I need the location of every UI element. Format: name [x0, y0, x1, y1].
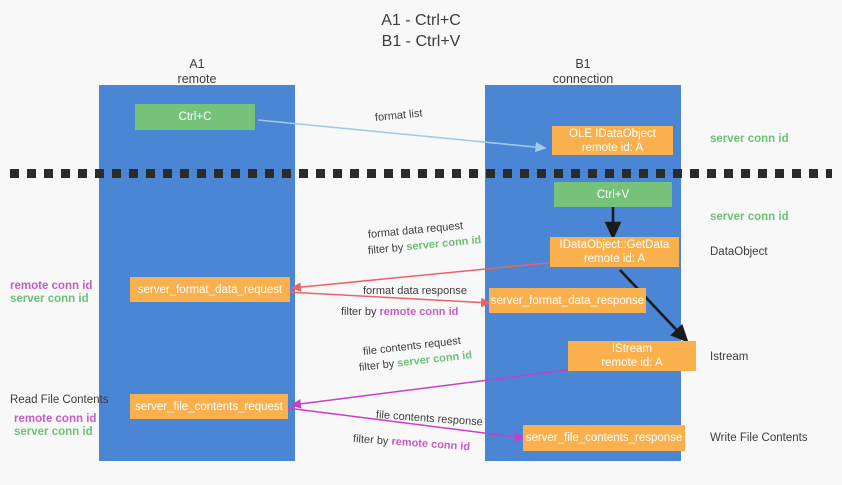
box-ole-idataobject[interactable]: OLE IDataObject remote id: A — [552, 126, 673, 155]
title-line-2: B1 - Ctrl+V — [381, 33, 461, 50]
label-file-contents-response-filter: filter by remote conn id — [353, 433, 471, 453]
separator-dashed-line — [10, 169, 832, 178]
box-ctrl-c[interactable]: Ctrl+C — [135, 104, 255, 130]
box-istream-line2: remote id: A — [601, 357, 663, 369]
filter-value: server conn id — [405, 234, 482, 254]
box-idataobject-getdata[interactable]: IDataObject::GetData remote id: A — [550, 237, 679, 267]
label-server-conn-id-mid: server conn id — [710, 211, 789, 223]
label-write-file-contents: Write File Contents — [710, 432, 808, 444]
box-ole-idataobject-line1: OLE IDataObject — [569, 127, 656, 140]
filter-prefix: filter by — [352, 433, 392, 448]
box-getdata-line2: remote id: A — [583, 253, 646, 265]
filter-prefix: filter by — [358, 357, 398, 374]
label-format-list: format list — [374, 107, 424, 124]
label-server-conn-id-2: server conn id — [14, 426, 93, 438]
column-a1-sub: remote — [177, 71, 217, 86]
label-server-conn-id-1: server conn id — [10, 293, 89, 305]
filter-value: remote conn id — [391, 435, 471, 454]
box-server-file-contents-request-label: server_file_contents_request — [135, 400, 283, 413]
box-server-file-contents-response[interactable]: server_file_contents_response — [523, 425, 685, 451]
label-remote-conn-id-1: remote conn id — [10, 280, 93, 292]
column-b1-sub: connection — [552, 71, 614, 86]
box-getdata-line1: IDataObject::GetData — [559, 239, 670, 251]
filter-prefix: filter by — [341, 306, 380, 318]
filter-prefix: filter by — [367, 241, 407, 257]
box-server-format-data-response[interactable]: server_format_data_response — [489, 288, 646, 313]
box-ctrl-v[interactable]: Ctrl+V — [554, 182, 672, 207]
label-read-file-contents: Read File Contents — [10, 394, 109, 406]
title-line-1: A1 - Ctrl+C — [381, 12, 461, 29]
box-ctrl-c-label: Ctrl+C — [178, 111, 212, 123]
column-header-a1: A1 remote — [99, 57, 295, 86]
box-istream-line1: IStream — [611, 343, 653, 355]
label-format-data-response: format data response — [363, 285, 467, 297]
column-header-b1: B1 connection — [485, 57, 681, 86]
page-title: A1 - Ctrl+C B1 - Ctrl+V — [0, 10, 842, 52]
box-server-format-data-response-label: server_format_data_response — [490, 294, 645, 307]
label-remote-conn-id-2: remote conn id — [14, 413, 97, 425]
label-istream: Istream — [710, 351, 749, 363]
filter-value: remote conn id — [379, 306, 459, 318]
box-ctrl-v-label: Ctrl+V — [596, 188, 630, 201]
box-ole-idataobject-line2: remote id: A — [581, 141, 644, 154]
box-server-format-data-request-label: server_format_data_request — [137, 283, 283, 296]
box-server-file-contents-request[interactable]: server_file_contents_request — [130, 394, 288, 419]
box-server-file-contents-response-label: server_file_contents_response — [525, 432, 683, 444]
label-dataobject: DataObject — [710, 246, 768, 258]
box-server-format-data-request[interactable]: server_format_data_request — [130, 277, 290, 302]
label-server-conn-id-top: server conn id — [710, 133, 789, 145]
label-file-contents-response: file contents response — [375, 409, 484, 429]
column-a1-name: A1 — [189, 57, 205, 71]
column-b1-name: B1 — [575, 57, 591, 71]
label-format-data-response-filter: filter by remote conn id — [341, 306, 458, 318]
box-istream[interactable]: IStream remote id: A — [568, 341, 696, 371]
